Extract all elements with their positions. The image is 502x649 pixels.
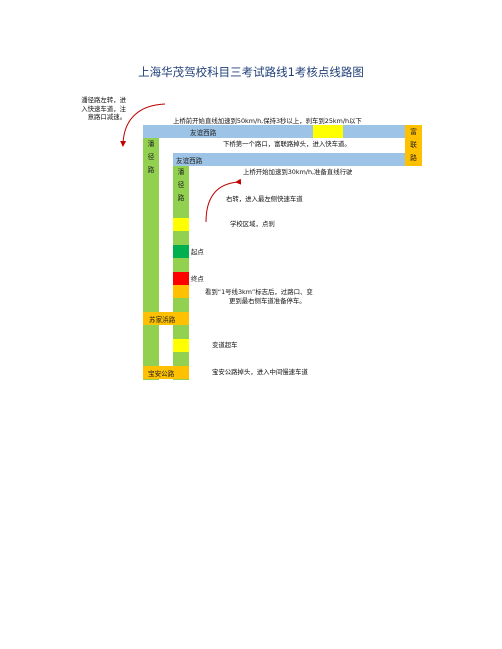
fulian-road-label: 富 联 路 — [405, 126, 422, 165]
bridge-top-note: 上桥前开始直线加速到50km/h,保持3秒以上，刹车到25km/h以下 — [173, 117, 362, 125]
fulian-road-char: 富 — [410, 128, 417, 136]
baoan-note: 宝安公路掉头，进入中间慢速车道 — [212, 368, 308, 376]
page-title: 上海华茂驾校科目三考试路线1考核点线路图 — [138, 65, 364, 79]
stop-note-line: 看到“1号线3km”标志后，过路口、变 — [205, 288, 313, 296]
second-road — [173, 153, 405, 166]
top-road-end — [343, 125, 405, 138]
fulian-road-char: 联 — [410, 141, 417, 149]
panjing-road-char: 潘 — [147, 140, 155, 148]
start-marker — [173, 245, 189, 258]
stop-note: 看到“1号线3km”标志后，过路口、变 更到最右侧车道准备停车。 — [205, 288, 313, 305]
panjing-road-char: 径 — [147, 153, 155, 161]
stop-marker — [173, 285, 189, 298]
fulian-road — [405, 125, 422, 166]
start-label: 起点 — [191, 248, 204, 256]
sujiabang-road — [143, 312, 189, 325]
panjing-road-char: 潘 — [177, 168, 185, 176]
accelerate-note: 上桥开始加速到30km/h,准备直线行驶 — [243, 168, 353, 176]
fulian-road-char: 路 — [410, 154, 417, 162]
bridge-down-note: 下桥第一个路口，富联路掉头，进入快车道。 — [223, 140, 351, 148]
panjing-road-outer-label: 潘 径 路 — [143, 138, 159, 177]
top-road-yellow-mark — [313, 125, 343, 138]
top-road — [143, 125, 313, 138]
left-turn-note: 潘径路左转，进 入快速车道，注 意路口减速。 — [64, 96, 126, 122]
school-zone-note: 学校区域，点刹 — [230, 220, 275, 228]
overtake-note: 变道超车 — [212, 341, 238, 349]
right-turn-arrow — [205, 178, 242, 223]
stop-note-line: 更到最右侧车道准备停车。 — [229, 296, 306, 305]
school-zone-marker — [173, 218, 189, 231]
panjing-road-char: 路 — [147, 166, 155, 174]
baoan-road — [143, 366, 189, 379]
sujiabang-road-label: 苏家浜路 — [149, 316, 176, 324]
end-label: 终点 — [191, 275, 204, 283]
end-marker — [173, 272, 189, 285]
panjing-road-char: 径 — [177, 181, 185, 189]
right-turn-note: 右转，进入最左侧快速车道 — [226, 195, 303, 203]
left-turn-note-line: 意路口减速。 — [87, 113, 126, 122]
top-road-label: 友谊西路 — [190, 129, 217, 137]
left-turn-note-line: 潘径路左转，进 — [81, 96, 126, 104]
panjing-road-char: 路 — [177, 194, 185, 202]
baoan-road-label: 宝安公路 — [148, 370, 175, 378]
second-road-label: 友谊西路 — [176, 157, 203, 165]
panjing-road-inner-label: 潘 径 路 — [173, 166, 189, 205]
left-turn-note-line: 入快速车道，注 — [81, 104, 126, 113]
left-turn-arrow — [120, 103, 166, 147]
overtake-marker — [173, 339, 189, 352]
